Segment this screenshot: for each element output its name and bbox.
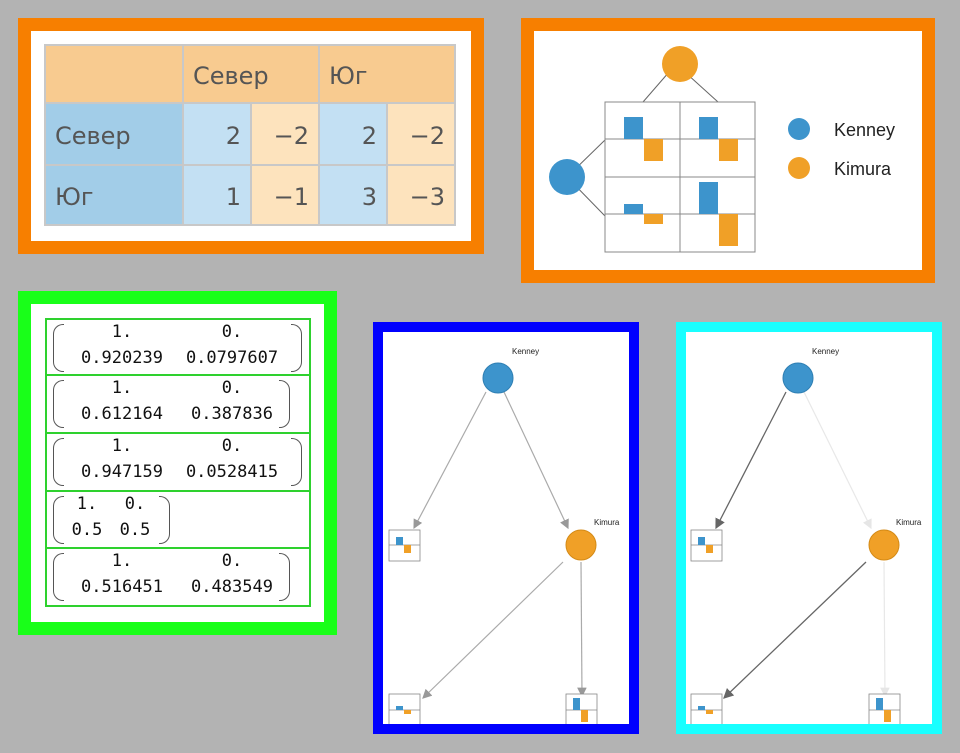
matrix-row: 1. 0. 0.947159 0.0528415 [45, 434, 311, 492]
payoff-table-panel: Север Юг Север 2 −2 2 −2 Юг 1 −1 3 −3 [18, 18, 484, 254]
legend-swatch-kenney [788, 118, 810, 140]
tree-label-kenney: Kenney [812, 347, 839, 356]
payoff-cell: 1 [226, 183, 241, 211]
payoff-table: Север Юг Север 2 −2 2 −2 Юг 1 −1 3 −3 [44, 44, 456, 226]
game-grid-diagram: Kenney Kimura [549, 46, 895, 253]
payoff-cell: 2 [362, 122, 377, 150]
kenney-node [782, 362, 814, 394]
payoff-bar [624, 204, 643, 214]
payoff-cell: −2 [410, 122, 445, 150]
game-tree-1: Kenney Kimura [388, 347, 620, 724]
col-header-sever: Север [193, 62, 269, 90]
payoff-bar [719, 214, 738, 246]
payoff-bar [699, 117, 718, 139]
matrix-row: 1. 0. 0.920239 0.0797607 [45, 318, 311, 376]
payoff-bar [719, 139, 738, 161]
matrix-list-panel: 1. 0. 0.920239 0.0797607 1. 0. 0.612164 … [18, 291, 337, 635]
matrix-row: 1. 0. 0.612164 0.387836 [45, 376, 311, 434]
legend-label-kenney: Kenney [834, 120, 895, 140]
leaf-payoff-2 [690, 693, 723, 724]
leaf-payoff-3 [868, 693, 901, 724]
col-header-yug: Юг [329, 62, 368, 90]
payoff-bar [644, 139, 663, 161]
row-header-sever: Север [55, 122, 131, 150]
matrix-row: 1. 0. 0.5 0.5 [45, 492, 311, 549]
tree-label-kimura: Kimura [594, 518, 620, 527]
payoff-cell: −3 [410, 183, 445, 211]
kenney-node [482, 362, 514, 394]
kimura-node [565, 529, 597, 561]
corner-cell [44, 44, 184, 104]
row-header-yug: Юг [55, 183, 94, 211]
payoff-cell: −1 [274, 183, 309, 211]
leaf-payoff-1 [388, 529, 421, 562]
payoff-cell: −2 [274, 122, 309, 150]
game-tree-panel-1: Kenney Kimura [373, 322, 639, 734]
matrix-list: 1. 0. 0.920239 0.0797607 1. 0. 0.612164 … [45, 318, 311, 607]
leaf-payoff-2 [388, 693, 421, 724]
legend-swatch-kimura [788, 157, 810, 179]
leaf-payoff-3 [565, 693, 598, 724]
game-grid-panel: Kenney Kimura [521, 18, 935, 283]
row-header-cell [44, 164, 184, 226]
game-tree-2: Kenney Kimura [690, 347, 922, 724]
col-header-cell [182, 44, 320, 104]
payoff-cell: 2 [226, 122, 241, 150]
leaf-payoff-1 [690, 529, 723, 562]
col-header-cell [318, 44, 456, 104]
payoff-cell: 3 [362, 183, 377, 211]
kimura-node [868, 529, 900, 561]
game-tree-panel-2: Kenney Kimura [676, 322, 942, 734]
payoff-bar [644, 214, 663, 224]
column-player-node [662, 46, 698, 82]
row-player-node [549, 159, 585, 195]
legend-label-kimura: Kimura [834, 159, 892, 179]
tree-label-kimura: Kimura [896, 518, 922, 527]
payoff-bar [624, 117, 643, 139]
payoff-bar [699, 182, 718, 214]
tree-label-kenney: Kenney [512, 347, 539, 356]
matrix-row: 1. 0. 0.516451 0.483549 [45, 549, 311, 607]
